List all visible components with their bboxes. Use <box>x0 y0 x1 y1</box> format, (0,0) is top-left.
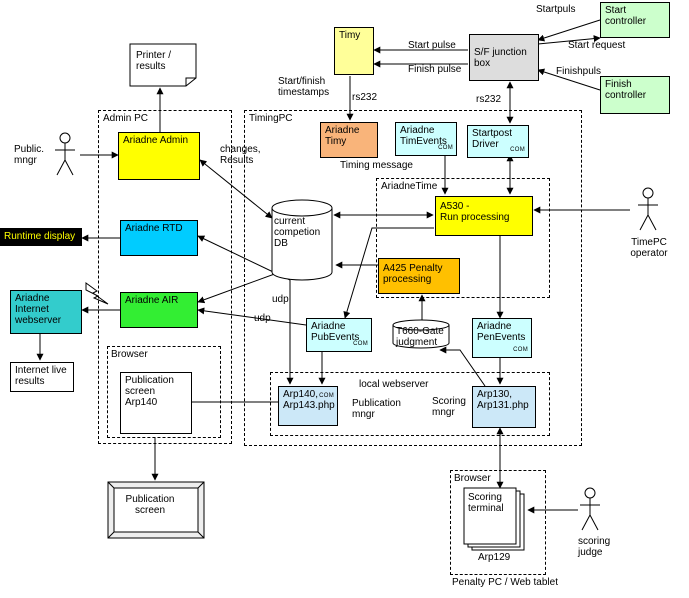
timy-label: Timy <box>339 30 361 41</box>
ariadne-air-label: Ariadne AIR <box>125 295 179 306</box>
operator-figure <box>638 187 658 231</box>
ariadne-admin-node: Ariadne Admin <box>118 132 200 180</box>
startpost-com-tag: COM <box>510 147 525 153</box>
sf-junction-box: S/F junction box <box>469 34 539 81</box>
internet-live-node: Internet live results <box>10 362 74 392</box>
ariadne-air-node: Ariadne AIR <box>120 292 198 328</box>
start-pulse-label: Start pulse <box>408 40 456 51</box>
scoring-terminal-node: Scoring terminal <box>468 492 504 514</box>
rs232-startpost-label: rs232 <box>476 94 502 105</box>
startpost-label: Startpost Driver <box>472 128 513 150</box>
db-cylinder <box>271 199 333 281</box>
admin-pc-title: Admin PC <box>103 113 149 124</box>
publication-mngr-label: Publication mngr <box>352 398 401 420</box>
start-request-label: Start request <box>568 40 626 51</box>
penevents-node: Ariadne PenEvents COM <box>472 318 532 358</box>
admin-pc-group: Admin PC <box>98 110 232 444</box>
arp140-label: Arp140, Arp143.php <box>283 389 335 411</box>
t660-node: T660-Gate judgment <box>396 326 444 348</box>
timepc-operator-actor: TimePC operator <box>630 237 668 259</box>
ariadne-admin-label: Ariadne Admin <box>123 135 189 146</box>
rs232-timy-label: rs232 <box>352 92 378 103</box>
ariadne-time-group: AriadneTime <box>376 178 550 298</box>
timing-pc-group: TimingPC <box>244 110 582 446</box>
admin-db-arrow <box>199 159 273 219</box>
start-finish-timestamps-label: Start/finish timestamps <box>278 76 330 98</box>
pubevents-label: Ariadne PubEvents <box>311 321 360 343</box>
arp130-node: Arp130, Arp131.php <box>472 386 536 428</box>
startpuls-arrow <box>537 19 601 42</box>
scoring-paper-front <box>463 487 517 545</box>
pubevents-node: Ariadne PubEvents COM <box>306 318 372 352</box>
udp-label-a: udp <box>272 294 289 305</box>
monitor-screen <box>113 487 199 533</box>
finish-pulse-label: Finish pulse <box>408 64 462 75</box>
ariadne-time-title: AriadneTime <box>381 181 438 192</box>
timevents-label: Ariadne TimEvents <box>400 125 447 147</box>
penalty-pc-label: Penalty PC / Web tablet <box>452 577 558 588</box>
lightning-icon <box>85 282 109 305</box>
scoring-judge-actor: scoring judge <box>578 536 611 558</box>
arp140-com-tag: COM <box>319 393 334 399</box>
start-controller-node: Start controller <box>600 2 670 38</box>
browser-admin-title: Browser <box>111 349 148 360</box>
a530-node: A530 - Run processing <box>435 196 533 236</box>
start-request-arrow <box>537 35 601 45</box>
db-node: current competion DB <box>274 216 321 249</box>
timing-pc-title: TimingPC <box>249 113 293 124</box>
penevents-label: Ariadne PenEvents <box>477 321 526 343</box>
public-mngr-actor: Public. mngr <box>14 144 45 166</box>
startpuls-label: Startpuls <box>536 4 576 15</box>
ariadne-rtd-label: Ariadne RTD <box>125 223 183 234</box>
pubevents-com-tag: COM <box>353 341 368 347</box>
printer-node: Printer / results <box>136 50 172 72</box>
finishpuls-arrow <box>537 68 601 91</box>
changes-results-label: changes, Results <box>220 144 261 166</box>
a425-node: A425 Penalty processing <box>378 258 460 294</box>
local-webserver-title: local webserver <box>359 379 429 390</box>
runtime-display-label: Runtime display <box>4 231 76 242</box>
timy-node: Timy <box>334 27 374 75</box>
timing-message-label: Timing message <box>340 160 413 171</box>
finish-controller-node: Finish controller <box>600 76 670 114</box>
local-webserver-group: local webserver <box>270 372 550 436</box>
arp129-label: Arp129 <box>478 552 511 563</box>
arp130-t660-arrow <box>439 346 486 387</box>
ariadne-timy-node: Ariadne Timy <box>320 122 378 158</box>
penevents-com-tag: COM <box>513 347 528 353</box>
scoring-mngr-label: Scoring mngr <box>432 396 466 418</box>
judge-figure <box>580 487 600 531</box>
timevents-node: Ariadne TimEvents COM <box>395 122 457 156</box>
browser-admin-group: Browser <box>107 346 221 438</box>
startpost-driver-node: Startpost Driver COM <box>467 125 529 158</box>
printer-document-shape <box>129 43 197 87</box>
runtime-display-node: Runtime display <box>0 228 82 246</box>
internet-webserver-node: Ariadne Internet webserver <box>10 290 82 334</box>
udp-label-b: udp <box>254 313 271 324</box>
browser-penalty-group: Browser <box>450 470 546 575</box>
finishpuls-label: Finishpuls <box>556 66 602 77</box>
browser-penalty-title: Browser <box>454 473 491 484</box>
publication-screen-node: Publication screen <box>125 494 175 516</box>
public-mngr-figure <box>55 132 75 176</box>
db-air-arrow <box>197 271 281 304</box>
arp140-node: Arp140, Arp143.php COM <box>278 386 338 426</box>
timevents-com-tag: COM <box>438 145 453 151</box>
ariadne-rtd-node: Ariadne RTD <box>120 220 198 256</box>
t660-cylinder <box>392 319 450 349</box>
a530-pubevents-arrow <box>343 227 434 319</box>
publication-screen-app-node: Publication screen Arp140 <box>120 372 192 434</box>
pubevents-air-arrow <box>197 307 307 326</box>
